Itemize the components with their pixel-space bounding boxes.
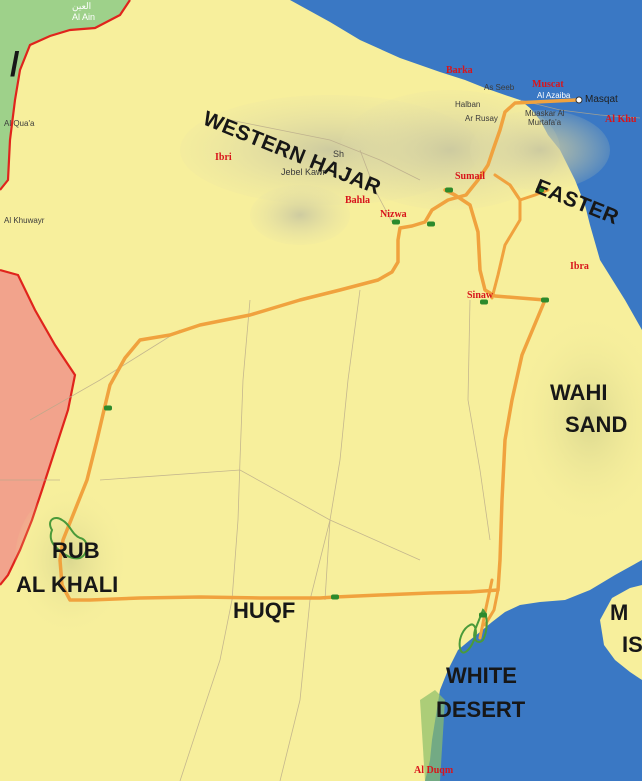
label-uae-slash: / [10,46,20,84]
label-al-ain: Al Ain [72,12,96,22]
town-as-seeb[interactable]: As Seeb [484,83,515,92]
white-desert-loop-2 [473,608,488,643]
town-masqat[interactable]: Masqat [585,94,618,105]
label-al-khuwayr: Al Khuwayr [4,216,45,225]
town-halban[interactable]: Halban [455,100,481,109]
region-white-line2: DESERT [436,697,526,722]
route-main-loop[interactable] [58,98,578,602]
town-muaskar-1[interactable]: Muaskar Al [525,109,565,118]
label-al-quaa: Al Qua'a [4,119,35,128]
arabian-sea [425,560,642,781]
region-rub-line1: RUB [52,538,100,563]
region-wahiba-line2: SAND [565,412,628,437]
city-bahla[interactable]: Bahla [345,195,371,206]
camp-marker-8[interactable] [331,594,339,600]
camp-marker-5[interactable] [480,299,488,305]
peak-jebel-kawr[interactable]: Jebel Kawr [281,167,326,177]
camp-markers [104,187,549,618]
uae-territory [0,0,130,190]
route-branch-4[interactable] [483,588,500,627]
city-barka[interactable]: Barka [446,65,473,76]
route-branch-3[interactable] [478,578,494,640]
white-desert-loop [458,623,477,654]
camp-marker-4[interactable] [536,187,544,193]
route-layer [58,98,578,640]
city-muscat[interactable]: Muscat [532,79,564,90]
rub-loop [49,517,88,560]
camp-marker-9[interactable] [479,612,487,618]
camp-marker-7[interactable] [104,405,112,411]
camp-marker-2[interactable] [427,221,435,227]
region-rub-line2: AL KHALI [16,572,119,597]
region-masirah-line1: M [610,600,629,625]
city-sinaw[interactable]: Sinaw [467,290,494,301]
city-sumail[interactable]: Sumail [455,171,486,182]
uae-border-line [0,0,131,191]
region-masirah-line2: IS [622,632,642,657]
camp-marker-1[interactable] [445,187,453,193]
region-huqf: HUQF [233,598,296,623]
town-ar-rusayl[interactable]: Ar Rusay [465,114,498,123]
label-al-ain-arabic: العين [72,1,92,11]
city-al-duqm[interactable]: Al Duqm [414,765,454,776]
minor-roads [0,99,641,781]
camp-marker-3[interactable] [392,219,400,225]
camp-marker-6[interactable] [541,297,549,303]
town-al-azaiba[interactable]: Al Azaiba [537,91,571,100]
gulf-of-oman [290,0,642,330]
masirah-island [600,585,642,680]
city-ibri[interactable]: Ibri [215,152,232,163]
city-ibra[interactable]: Ibra [570,261,589,272]
region-wahiba-line1: WAHI [550,380,608,405]
city-nizwa[interactable]: Nizwa [380,209,407,220]
region-white-line1: WHITE [446,663,517,688]
city-al-khoud[interactable]: Al Khu [605,114,637,125]
town-muaskar-2[interactable]: Murtafa'a [528,118,562,127]
peak-shams[interactable]: Sh [333,149,345,159]
masqat-dot [575,96,583,104]
